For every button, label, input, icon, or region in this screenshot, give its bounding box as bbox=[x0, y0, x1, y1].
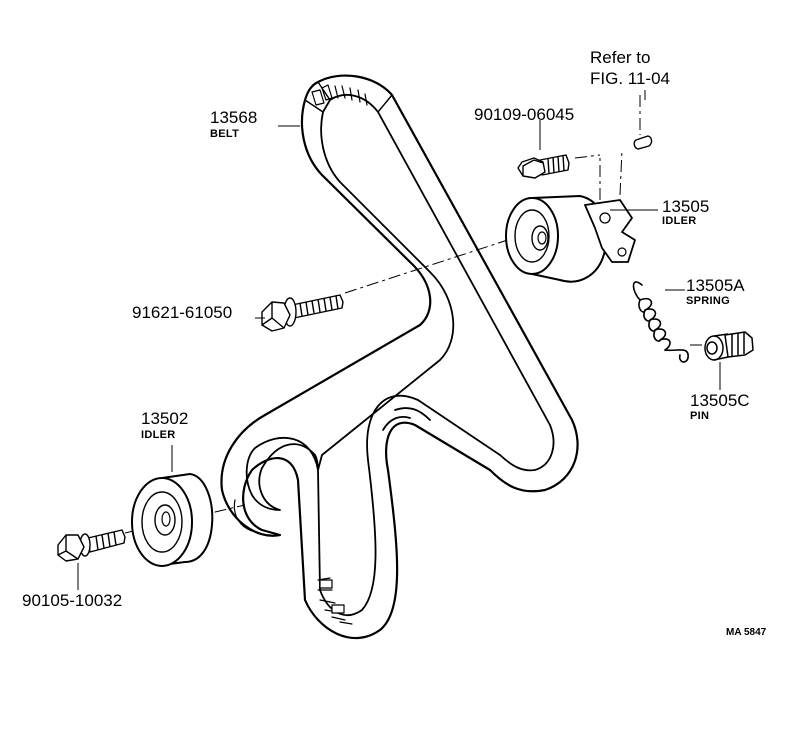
tension-spring-icon bbox=[632, 281, 689, 363]
bolt-icon bbox=[261, 294, 344, 332]
idler-pulley-icon bbox=[131, 473, 214, 567]
center-lines bbox=[124, 95, 705, 534]
diagram-code: MA 5847 bbox=[726, 627, 767, 638]
belt-part-name: BELT bbox=[210, 128, 240, 140]
pin-part-number: 13505C bbox=[690, 391, 750, 410]
pin-part-name: PIN bbox=[690, 410, 710, 422]
bolt-lower-part-number: 90105-10032 bbox=[22, 591, 123, 610]
leader-lines bbox=[77, 90, 721, 590]
idler-lower-part-name: IDLER bbox=[141, 429, 176, 441]
pin-icon bbox=[704, 331, 754, 361]
idler-upper-part-number: 13505 bbox=[662, 197, 710, 216]
bolt-icon bbox=[517, 154, 570, 179]
reference-line-2: FIG. 11-04 bbox=[590, 69, 670, 88]
spring-part-name: SPRING bbox=[686, 295, 730, 307]
dowel-pin-icon bbox=[633, 135, 653, 150]
idler-upper-part-name: IDLER bbox=[662, 215, 697, 227]
spring-part-number: 13505A bbox=[686, 276, 745, 295]
timing-belt-icon bbox=[220, 74, 579, 640]
bolt-icon bbox=[57, 529, 126, 562]
reference-line-1: Refer to bbox=[590, 48, 651, 67]
idler-pulley-icon bbox=[505, 195, 636, 283]
bolt-upper-part-number: 90109-06045 bbox=[474, 105, 575, 124]
bolt-middle-part-number: 91621-61050 bbox=[132, 303, 233, 322]
idler-lower-part-number: 13502 bbox=[141, 409, 189, 428]
belt-part-number: 13568 bbox=[210, 108, 258, 127]
